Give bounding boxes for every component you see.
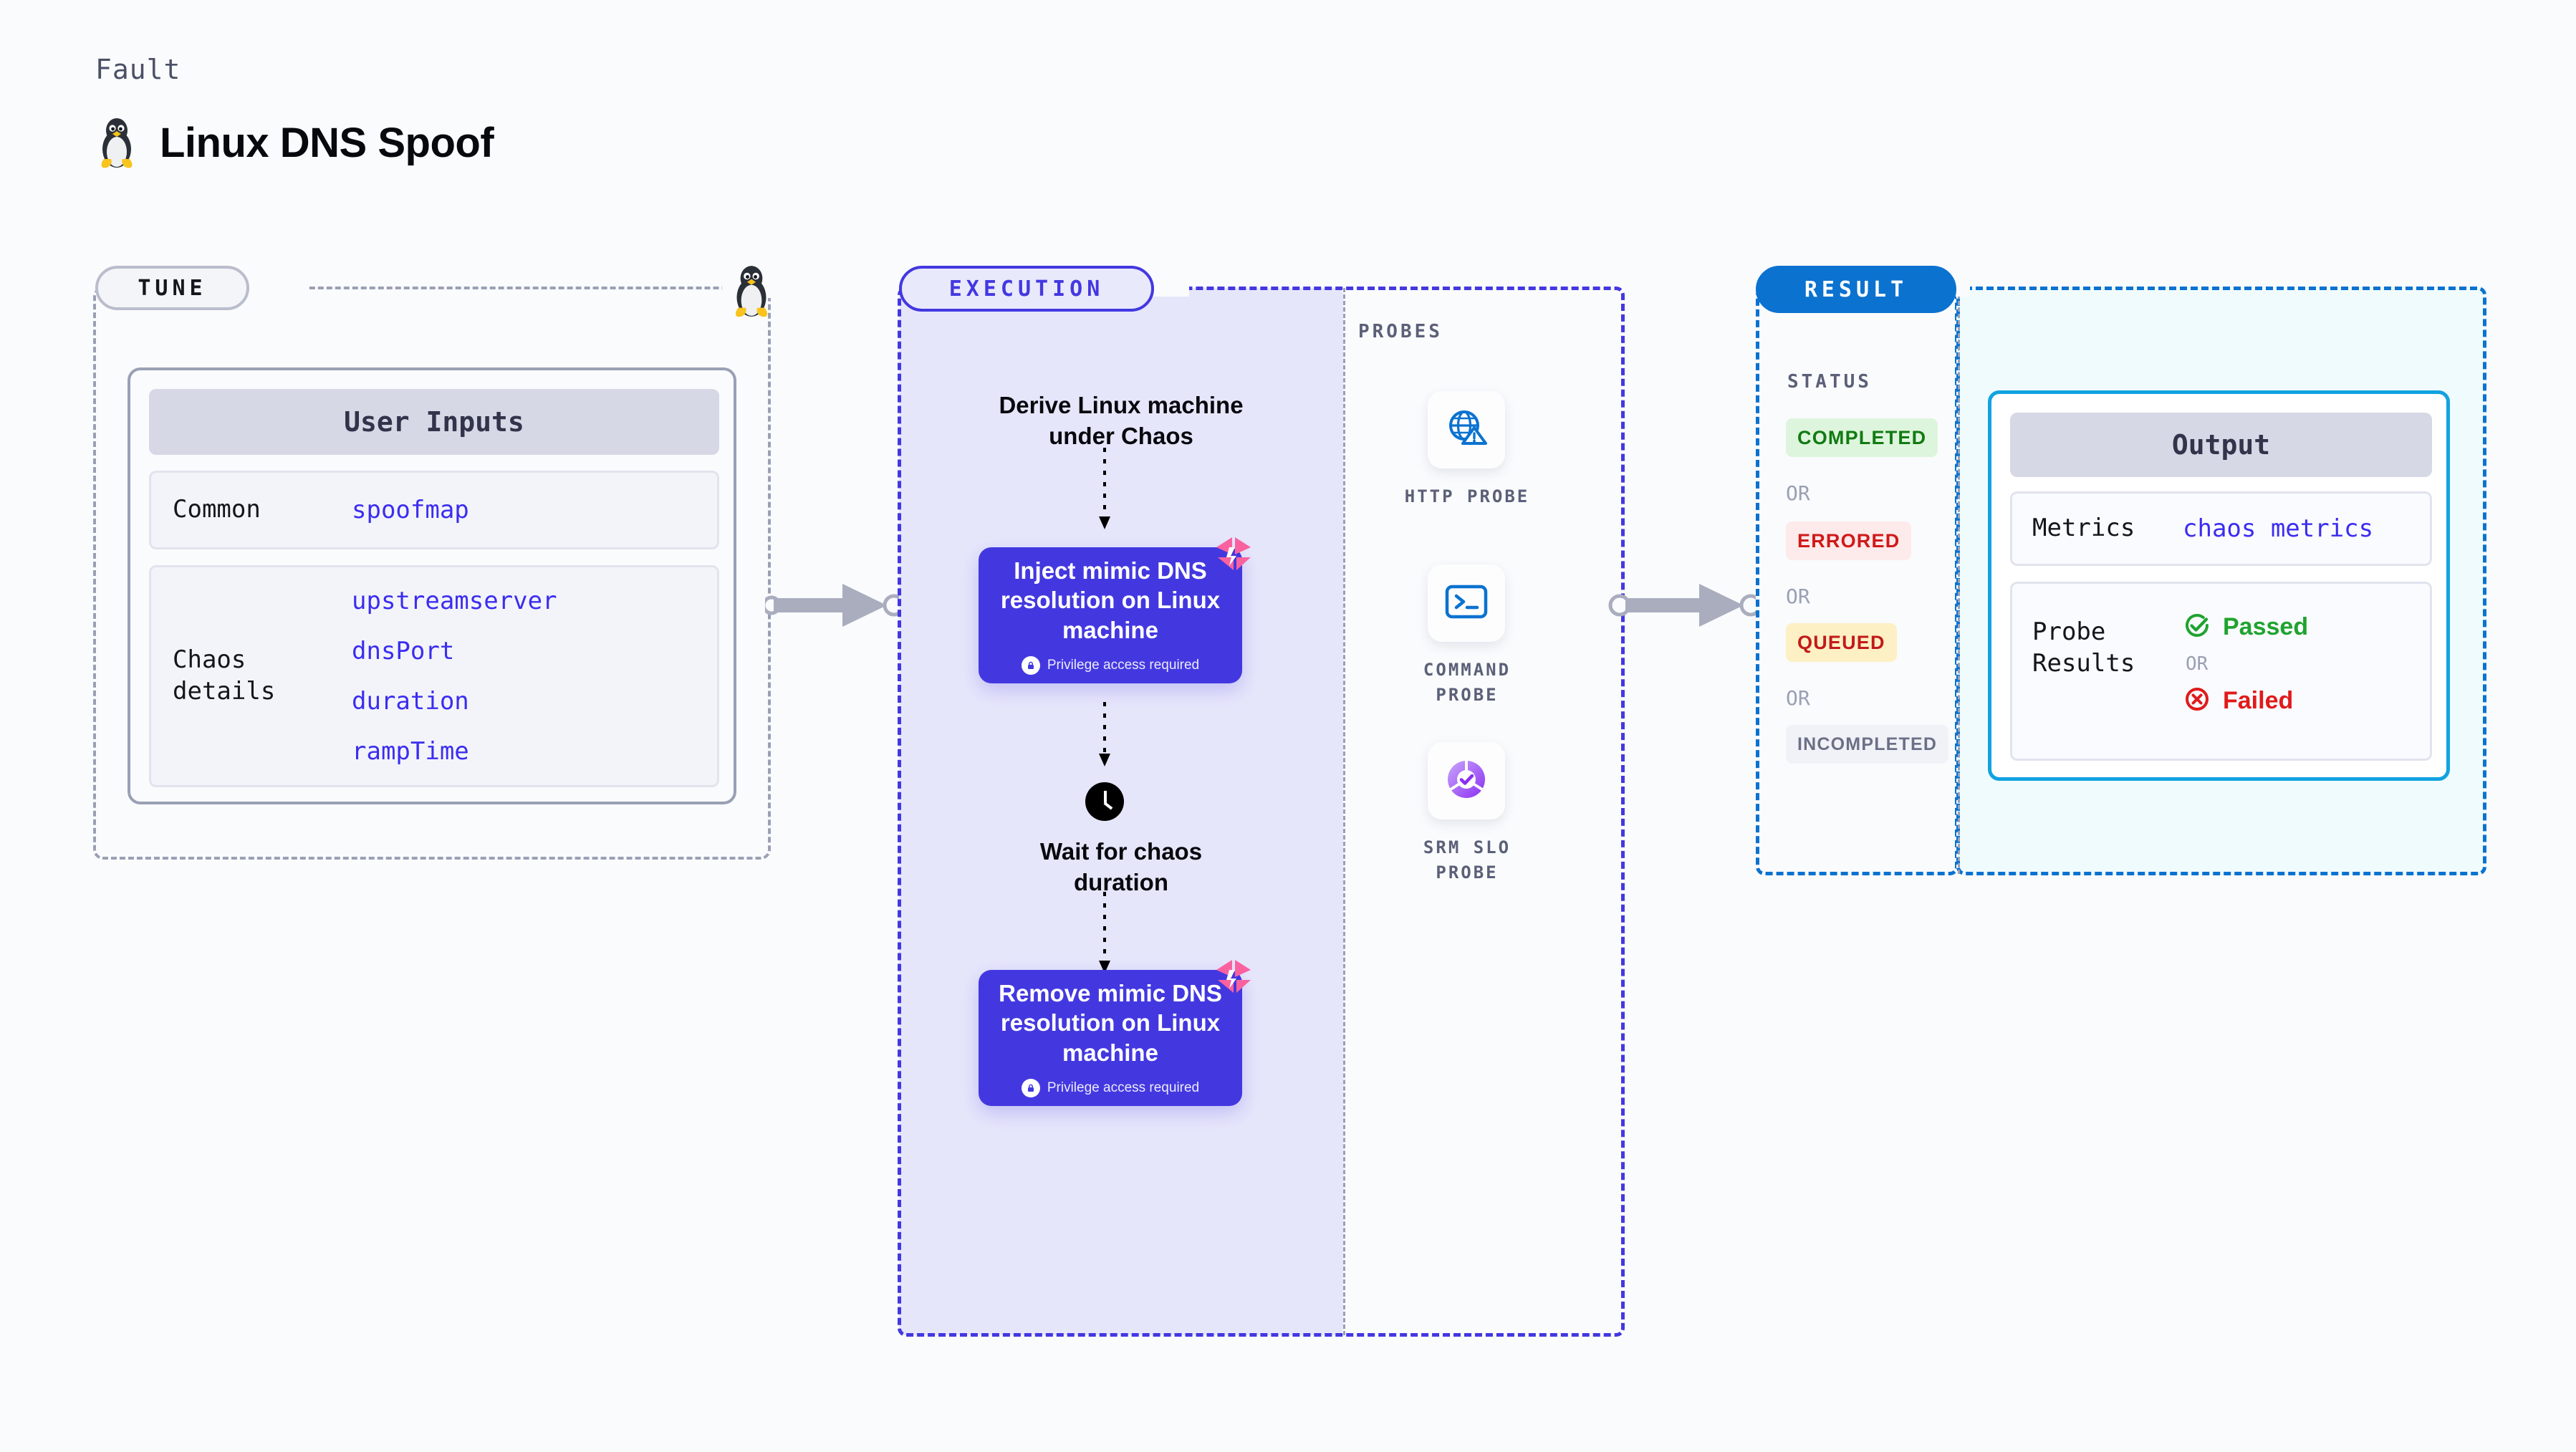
user-inputs-header: User Inputs — [149, 389, 719, 455]
tune-row-chaos-details-label: Chaos details — [173, 645, 276, 706]
status-badge-errored[interactable]: ERRORED — [1786, 521, 1912, 560]
step-derive-label: Derive Linux machine under Chaos — [999, 392, 1244, 449]
lock-icon — [1021, 656, 1040, 675]
tune-row-chaos-details-values: upstreamserver dnsPort duration rampTime — [352, 587, 557, 766]
step-wait-label: Wait for chaos duration — [1039, 838, 1203, 895]
clock-icon — [1085, 782, 1124, 821]
tune-row-common-values: spoofmap — [352, 496, 469, 524]
output-metrics-label: Metrics — [2032, 514, 2135, 543]
arrow-inject-to-wait — [1096, 702, 1113, 776]
status-title: STATUS — [1787, 371, 1872, 393]
probe-card-srm-slo[interactable] — [1428, 742, 1505, 819]
action-remove-privilege-text: Privilege access required — [1047, 1080, 1200, 1096]
execution-pill-label: EXECUTION — [948, 276, 1105, 302]
result-inner-divider — [1958, 288, 1960, 874]
x-circle-icon — [2183, 685, 2211, 717]
output-metrics-value: chaos metrics — [2183, 514, 2374, 543]
result-pill-label: RESULT — [1804, 277, 1908, 302]
status-or-3: OR — [1786, 686, 1810, 710]
tune-linux-penguin-icon — [729, 262, 774, 323]
tune-row-common[interactable]: Common spoofmap — [149, 471, 719, 549]
globe-warning-icon — [1444, 406, 1489, 454]
tune-pill-label: TUNE — [138, 275, 207, 301]
tune-row-chaos-details[interactable]: Chaos details upstreamserver dnsPort dur… — [149, 565, 719, 787]
probe-label-srm-slo: SRM SLO PROBE — [1423, 837, 1512, 883]
action-remove-title: Remove mimic DNS resolution on Linux mac… — [999, 979, 1222, 1066]
terminal-icon — [1444, 583, 1489, 624]
page-kicker: Fault — [95, 54, 181, 85]
arrow-derive-to-inject — [1096, 448, 1113, 539]
output-row-metrics[interactable]: Metrics chaos metrics — [2010, 491, 2432, 566]
action-inject-privilege-note: Privilege access required — [1021, 656, 1200, 675]
probe-result-passed-label: Passed — [2223, 613, 2309, 640]
probe-result-or: OR — [2186, 653, 2209, 675]
output-probe-results-label: Probe Results — [2032, 617, 2135, 678]
probe-card-http[interactable] — [1428, 391, 1505, 468]
probe-label-command: COMMAND PROBE — [1423, 660, 1512, 705]
status-badge-completed[interactable]: COMPLETED — [1786, 418, 1938, 457]
action-remove-privilege-note: Privilege access required — [1021, 1079, 1200, 1098]
connector-tune-to-execution — [761, 573, 908, 641]
probe-label-http: HTTP PROBE — [1404, 486, 1530, 506]
status-or-2: OR — [1786, 585, 1810, 608]
chaos-fault-flag-icon — [1211, 533, 1254, 580]
check-circle-icon — [2183, 611, 2211, 643]
output-row-probe-results[interactable]: Probe Results Passed OR — [2010, 582, 2432, 761]
probe-result-failed: Failed — [2183, 685, 2308, 717]
page-title: Linux DNS Spoof — [160, 119, 494, 166]
output-probe-results-values: Passed OR Failed — [2183, 611, 2308, 717]
result-pill[interactable]: RESULT — [1756, 266, 1956, 313]
tune-pill[interactable]: TUNE — [95, 266, 249, 310]
action-remove-dns[interactable]: Remove mimic DNS resolution on Linux mac… — [979, 970, 1242, 1106]
tune-panel — [93, 287, 771, 860]
user-inputs-card: User Inputs Common spoofmap Chaos detail… — [128, 367, 736, 804]
linux-penguin-icon — [95, 115, 138, 170]
probes-divider — [1343, 288, 1345, 1335]
page-title-row: Linux DNS Spoof — [95, 115, 494, 170]
connector-execution-to-result — [1608, 573, 1773, 641]
chaos-fault-flag-icon-2 — [1211, 956, 1254, 1002]
probe-result-failed-label: Failed — [2223, 687, 2294, 714]
arrow-wait-to-remove — [1096, 892, 1113, 983]
execution-panel — [898, 287, 1625, 1337]
status-badge-queued[interactable]: QUEUED — [1786, 623, 1897, 662]
status-badge-incompleted[interactable]: INCOMPLETED — [1786, 725, 1949, 764]
slo-donut-check-icon — [1443, 756, 1490, 807]
tune-row-common-label: Common — [173, 495, 261, 524]
probe-card-command[interactable] — [1428, 564, 1505, 642]
execution-pill[interactable]: EXECUTION — [899, 266, 1154, 312]
action-inject-title: Inject mimic DNS resolution on Linux mac… — [1000, 557, 1221, 643]
action-inject-dns[interactable]: Inject mimic DNS resolution on Linux mac… — [979, 547, 1242, 683]
probes-title: PROBES — [1358, 321, 1443, 342]
output-header: Output — [2010, 413, 2432, 477]
lock-icon-2 — [1021, 1079, 1040, 1098]
status-or-1: OR — [1786, 481, 1810, 505]
action-inject-privilege-text: Privilege access required — [1047, 658, 1200, 673]
probe-result-passed: Passed — [2183, 611, 2308, 643]
output-card: Output Metrics chaos metrics Probe Resul… — [1988, 390, 2450, 781]
